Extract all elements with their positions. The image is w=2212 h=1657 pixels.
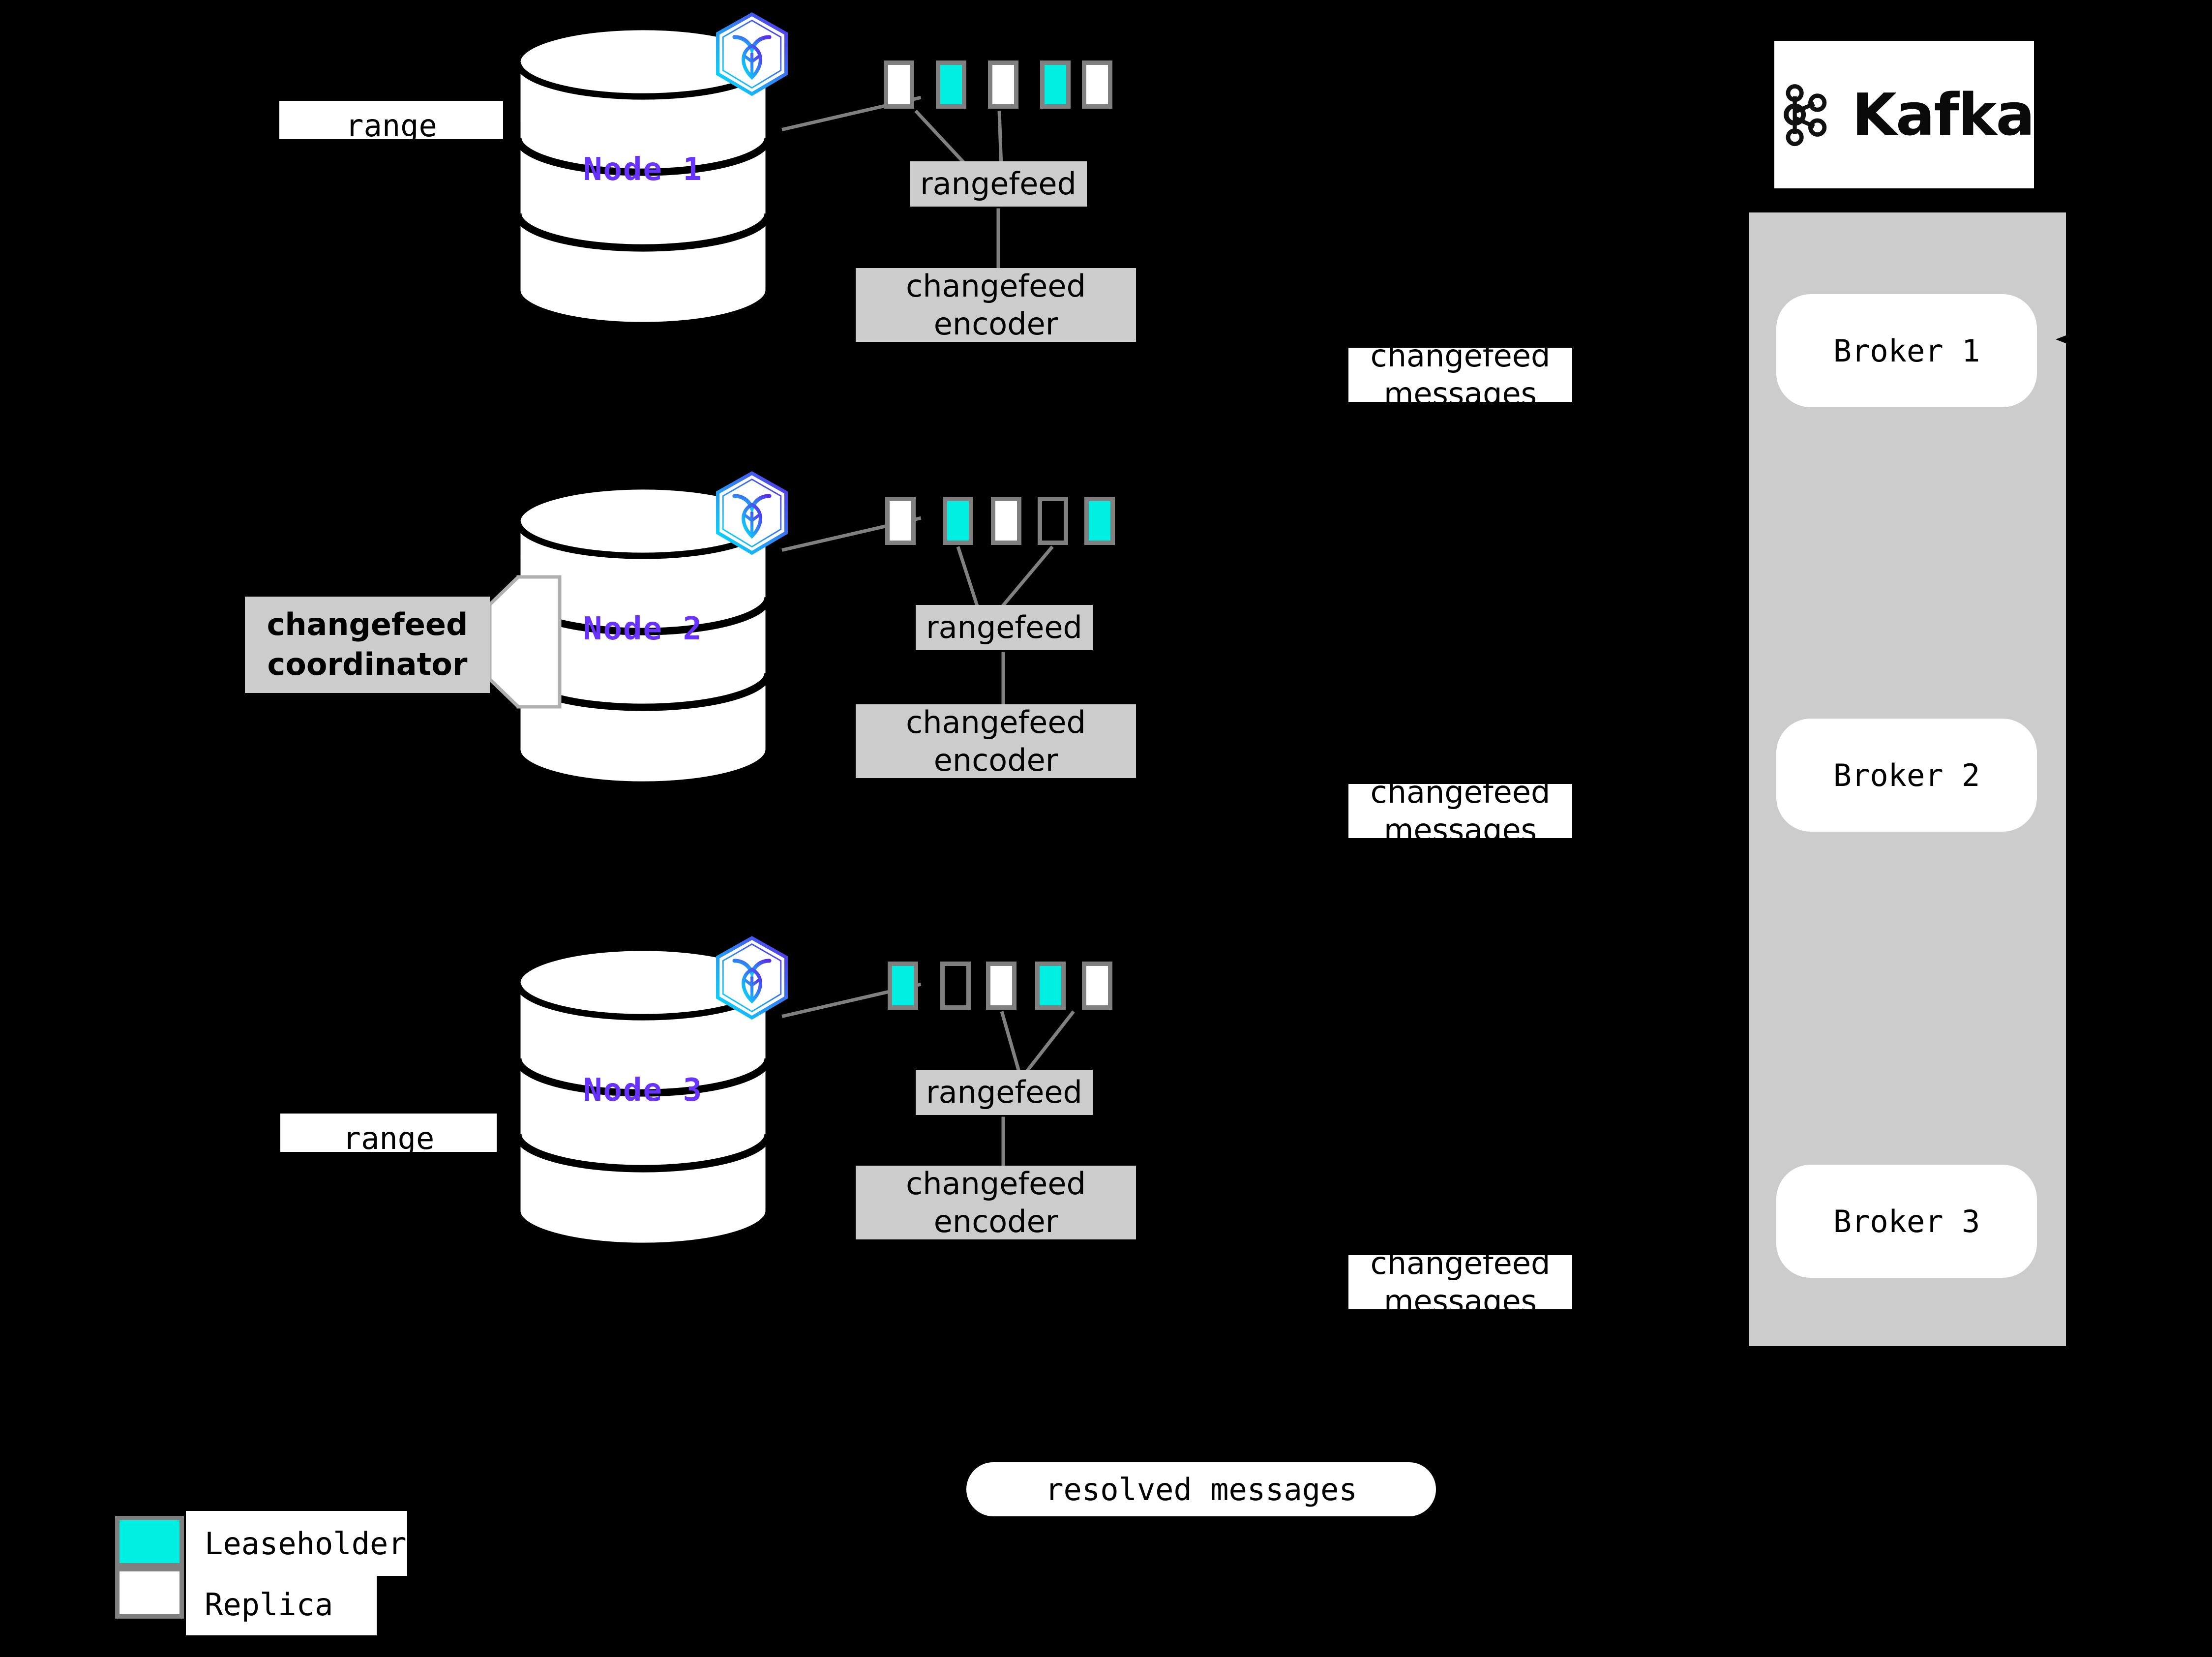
changefeed-encoder-box-node1[interactable]: changefeed encoder xyxy=(856,268,1136,342)
legend-swatch-replica xyxy=(115,1567,184,1619)
changefeed-messages-label-1: changefeed messages xyxy=(1348,338,1572,412)
kafka-wordmark: Kafka xyxy=(1852,81,2035,149)
kafka-broker-3[interactable]: Broker 3 xyxy=(1776,1165,2037,1278)
connector-rangefeed-to-encoder-3 xyxy=(1001,1116,1005,1170)
range-box[interactable] xyxy=(943,497,973,545)
range-box[interactable] xyxy=(986,962,1016,1010)
range-box[interactable] xyxy=(888,962,918,1010)
incoming-arrow-icon xyxy=(2055,325,2084,354)
cockroachdb-hex-logo xyxy=(708,11,796,98)
range-box[interactable] xyxy=(988,60,1018,109)
resolved-messages-pill[interactable]: resolved messages xyxy=(966,1462,1436,1516)
range-box[interactable] xyxy=(1082,962,1112,1010)
legend-label-replica: Replica xyxy=(186,1574,377,1635)
changefeed-messages-label-2: changefeed messages xyxy=(1348,774,1572,848)
kafka-logo: Kafka xyxy=(1774,41,2035,188)
changefeed-encoder-box-node2[interactable]: changefeed encoder xyxy=(856,704,1136,778)
range-box[interactable] xyxy=(1084,497,1115,545)
changefeed-coordinator-callout[interactable]: changefeed coordinator xyxy=(245,573,569,711)
range-box[interactable] xyxy=(884,60,914,109)
legend-label-leaseholder: Leaseholder xyxy=(186,1511,407,1576)
range-box[interactable] xyxy=(1082,60,1112,109)
rangefeed-box-node2[interactable]: rangefeed xyxy=(916,605,1093,650)
rangefeed-box-node1[interactable]: rangefeed xyxy=(910,161,1087,207)
connector-rangefeed-to-encoder-2 xyxy=(1001,652,1005,706)
changefeed-messages-label-3: changefeed messages xyxy=(1348,1245,1572,1319)
changefeed-encoder-box-node3[interactable]: changefeed encoder xyxy=(856,1166,1136,1239)
kafka-broker-2[interactable]: Broker 2 xyxy=(1776,719,2037,832)
range-box[interactable] xyxy=(1040,60,1071,109)
range-checkpoints-label-node3: range checkpoints xyxy=(280,1114,497,1194)
node-3-cylinder: Node 3 xyxy=(514,944,772,1249)
range-box[interactable] xyxy=(1038,497,1068,545)
changefeed-coordinator-label: changefeed coordinator xyxy=(245,597,490,693)
kafka-broker-1[interactable]: Broker 1 xyxy=(1776,294,2037,407)
legend-swatch-leaseholder xyxy=(115,1516,184,1567)
node-1-label: Node 1 xyxy=(583,151,703,188)
cockroachdb-hex-logo xyxy=(708,934,796,1022)
range-box[interactable] xyxy=(1035,962,1066,1010)
range-box[interactable] xyxy=(991,497,1021,545)
rangefeed-box-node3[interactable]: rangefeed xyxy=(916,1070,1093,1115)
range-checkpoints-label-node1: range checkpoints xyxy=(279,101,503,181)
range-box[interactable] xyxy=(936,60,966,109)
node-2-label: Node 2 xyxy=(583,611,703,647)
node-3-label: Node 3 xyxy=(583,1072,703,1109)
cockroachdb-hex-logo xyxy=(708,470,796,557)
node-1-cylinder: Node 1 xyxy=(514,24,772,329)
range-box[interactable] xyxy=(940,962,971,1010)
range-box[interactable] xyxy=(885,497,916,545)
